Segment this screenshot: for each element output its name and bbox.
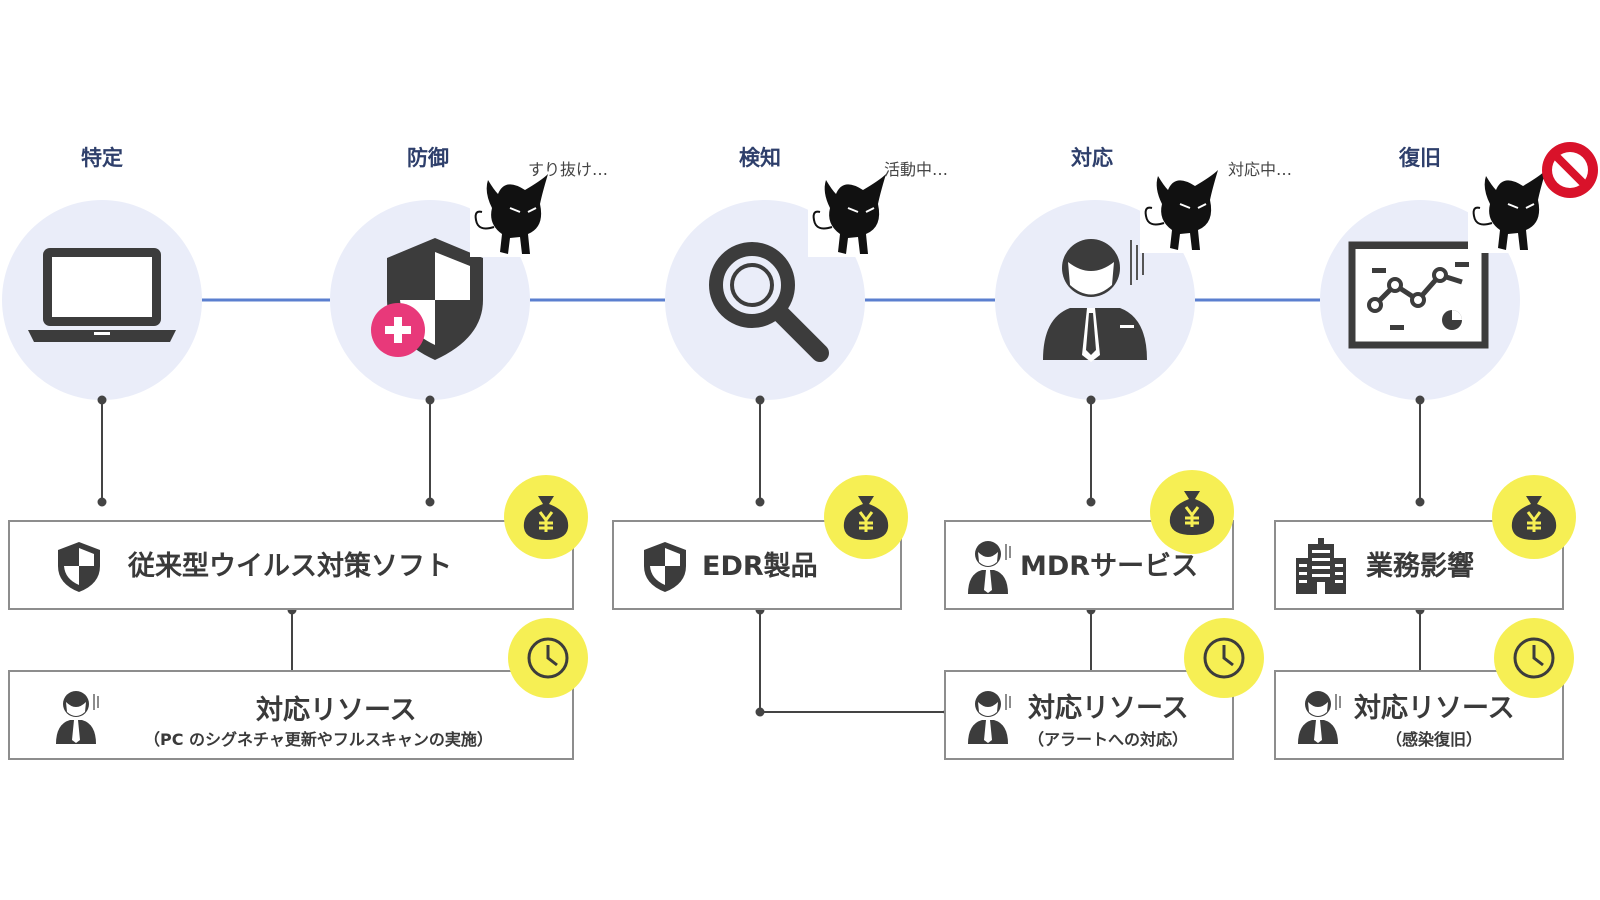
laptop-icon [28,248,176,342]
phase-label-detect: 検知 [739,146,781,170]
magnifier-icon [709,242,829,362]
devil-icon [470,172,555,257]
person-icon [968,541,1011,594]
phase-note-protect: すり抜け… [528,160,609,179]
money-bag-yen-icon [1492,475,1576,559]
resource-title: 対応リソース [1354,693,1515,724]
solution-title: 従来型ウイルス対策ソフト [128,551,452,582]
devil-icon [1468,168,1553,253]
money-bag-yen-icon [1150,470,1234,554]
clock-icon [1494,618,1574,698]
solution-box-antivirus: 従来型ウイルス対策ソフト [8,520,574,610]
phase-note-respond: 対応中… [1228,160,1293,179]
phase-label-protect: 防御 [407,146,449,170]
no-entry-icon [1542,142,1598,198]
shield-icon [58,542,100,592]
solution-title: 業務影響 [1366,551,1474,582]
person-icon [1298,691,1341,744]
resource-subtitle: （感染復旧） [1386,730,1483,749]
devil-icon [808,172,893,257]
clock-icon [508,618,588,698]
resource-title: 対応リソース [256,695,417,726]
solution-box-mdr: MDRサービス [944,520,1234,610]
phase-label-identify: 特定 [81,146,123,170]
resource-subtitle: （PC のシグネチャ更新やフルスキャンの実施） [144,730,493,749]
resource-box-edr-mdr: 対応リソース （アラートへの対応） [944,670,1234,760]
building-icon [1296,538,1346,594]
businessman-icon [1043,239,1147,362]
clock-icon [1184,618,1264,698]
phase-label-respond: 対応 [1071,146,1113,170]
phase-label-recover: 復旧 [1399,146,1441,170]
money-bag-yen-icon [824,475,908,559]
person-icon [56,691,99,744]
solution-title: EDR製品 [702,551,818,582]
money-bag-yen-icon [504,475,588,559]
shield-icon [644,542,686,592]
shield-plus-icon [371,238,483,360]
solution-title: MDRサービス [1020,551,1199,582]
chart-board-icon [1348,241,1489,349]
resource-title: 対応リソース [1028,693,1189,724]
resource-box-antivirus: 対応リソース （PC のシグネチャ更新やフルスキャンの実施） [8,670,574,760]
devil-icon [1140,168,1225,253]
phase-note-detect: 活動中… [884,160,949,179]
resource-subtitle: （アラートへの対応） [1028,730,1189,749]
person-icon [968,691,1011,744]
